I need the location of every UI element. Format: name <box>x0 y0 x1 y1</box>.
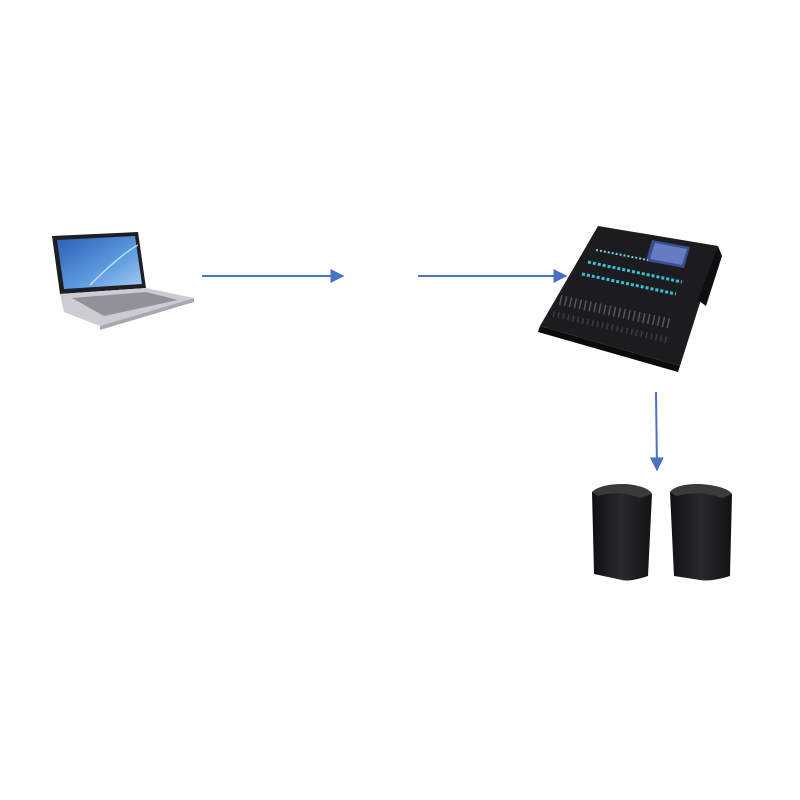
speaker-left-icon <box>592 484 652 581</box>
mixing-console-icon <box>538 226 722 372</box>
speaker-right-icon <box>670 484 732 581</box>
laptop-icon <box>52 232 194 330</box>
arrow-mixer-to-speakers <box>649 391 664 472</box>
